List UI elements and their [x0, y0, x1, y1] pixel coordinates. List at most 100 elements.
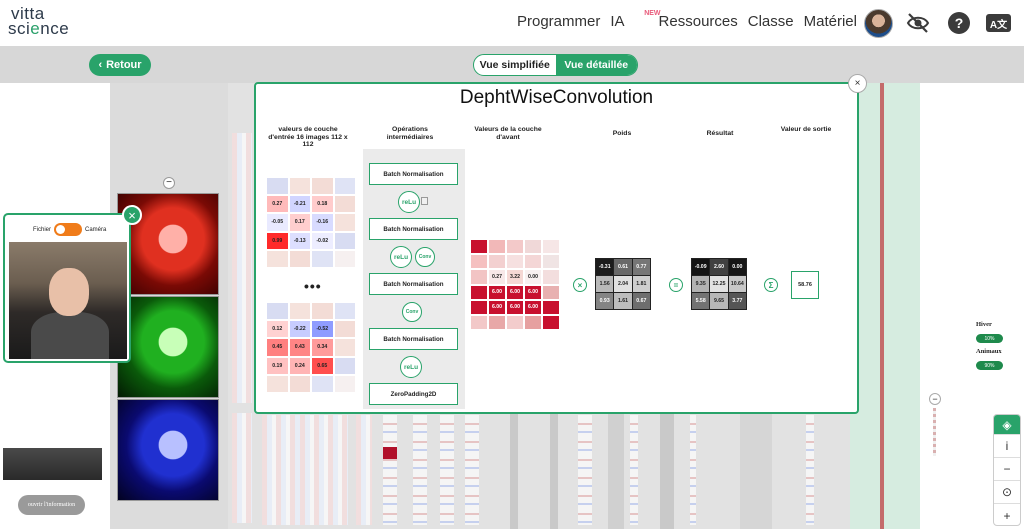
collapse-input-icon[interactable]: − — [163, 177, 175, 189]
webcam-feed — [9, 242, 127, 359]
translate-icon[interactable]: A文 — [986, 14, 1011, 32]
input-bottom-cell — [288, 302, 311, 321]
class-score-hiver: 10% — [976, 334, 1003, 343]
toolbar: ‹ Retour Vue simplifiée Vue détaillée — [0, 46, 1024, 83]
input-bottom-cell — [333, 320, 356, 339]
op-relu-2[interactable]: reLu — [390, 246, 412, 268]
equals-operator: = — [669, 278, 683, 292]
broken-image-icon — [421, 197, 428, 205]
modal-close-button[interactable]: × — [848, 74, 867, 93]
input-top-cell — [333, 231, 356, 250]
help-icon[interactable]: ? — [948, 12, 970, 34]
op-zero-padding[interactable]: ZeroPadding2D — [369, 383, 458, 405]
input-top-cell — [288, 177, 311, 196]
prev-cell — [542, 299, 560, 315]
zoom-out-button[interactable]: − — [994, 458, 1020, 481]
prev-cell: 6.00 — [524, 299, 542, 315]
webcam-preview-bg — [3, 448, 102, 480]
view-simple-option[interactable]: Vue simplifiée — [479, 59, 550, 71]
prev-cell — [524, 239, 542, 255]
feature-strip — [578, 415, 592, 525]
nav-classe[interactable]: Classe — [747, 13, 794, 30]
input-bottom-cell: 0.43 — [288, 338, 311, 357]
zoom-in-button[interactable]: + — [1003, 508, 1011, 523]
info-icon[interactable]: i — [994, 435, 1020, 458]
nav-programmer[interactable]: Programmer — [517, 13, 601, 30]
user-avatar[interactable] — [864, 9, 893, 38]
input-bottom-cell — [266, 374, 289, 393]
person-face — [49, 268, 89, 316]
prev-cell — [470, 254, 488, 270]
back-button[interactable]: ‹ Retour — [89, 54, 151, 76]
nav-materiel[interactable]: Matériel — [803, 13, 857, 30]
input-top-cell — [266, 177, 289, 196]
weights-cell: 1.61 — [614, 293, 632, 309]
input-top-cell — [333, 213, 356, 232]
prev-cell — [542, 284, 560, 300]
weights-cell: 2.04 — [614, 276, 632, 292]
input-top-cell — [333, 177, 356, 196]
feature-strip — [630, 415, 638, 525]
prev-cell — [506, 239, 524, 255]
op-conv-2[interactable]: Conv — [402, 302, 422, 322]
eye-off-icon[interactable] — [906, 12, 930, 34]
op-relu-1[interactable]: reLu — [398, 191, 420, 213]
prev-cell: 0.27 — [488, 269, 506, 285]
class-label-animaux: Animaux — [976, 348, 1002, 355]
op-batch-norm-4[interactable]: Batch Normalisation — [369, 328, 458, 350]
multiply-operator: × — [573, 278, 587, 292]
vittascience-logo[interactable]: vitta science — [8, 5, 78, 40]
collapse-output-icon[interactable]: − — [929, 393, 941, 405]
prev-cell — [488, 239, 506, 255]
result-cell: -0.09 — [692, 259, 710, 275]
op-batch-norm-3[interactable]: Batch Normalisation — [369, 273, 458, 295]
op-relu-3[interactable]: reLu — [400, 356, 422, 378]
input-top-cell: 0.99 — [266, 231, 289, 250]
prev-cell — [470, 314, 488, 330]
prev-cell — [470, 269, 488, 285]
result-cell: 12.25 — [710, 276, 728, 292]
input-bottom-cell — [311, 374, 334, 393]
view-detailed-option[interactable]: Vue détaillée — [555, 55, 637, 75]
nav-ressources[interactable]: Ressources — [658, 13, 738, 30]
person-shirt — [31, 312, 109, 359]
green-channel-image — [117, 296, 219, 398]
input-top-cell — [266, 249, 289, 268]
source-camera-label: Caméra — [85, 226, 107, 233]
input-top-cell: -0.16 — [311, 213, 334, 232]
webcam-close-button[interactable]: × — [122, 205, 142, 225]
zoom-panel: ◈ i − ⊙ + — [993, 414, 1021, 526]
header-output: Valeur de sortie — [780, 126, 832, 133]
open-info-button[interactable]: ouvrir l'information — [18, 495, 85, 515]
view-toggle: Vue simplifiée Vue détaillée — [473, 54, 638, 76]
source-toggle-switch[interactable] — [54, 223, 83, 236]
modal-title: DephtWiseConvolution — [459, 87, 654, 108]
class-score-animaux: 90% — [976, 361, 1003, 370]
sum-operator: Σ — [764, 278, 778, 292]
op-conv-1[interactable]: Conv — [415, 247, 435, 267]
op-batch-norm-1[interactable]: Batch Normalisation — [369, 163, 458, 185]
recenter-icon[interactable]: ⊙ — [994, 481, 1020, 504]
network-icon[interactable]: ◈ — [994, 415, 1020, 435]
op-batch-norm-2[interactable]: Batch Normalisation — [369, 218, 458, 240]
input-top-cell — [333, 195, 356, 214]
prev-cell — [470, 284, 488, 300]
header-input: valeurs de couche d'entrée 16 images 112… — [268, 126, 348, 148]
prev-cell — [542, 269, 560, 285]
feature-strip — [465, 415, 479, 525]
prev-cell — [488, 254, 506, 270]
input-top-cell — [311, 177, 334, 196]
feature-map — [300, 415, 348, 525]
result-cell: 2.60 — [710, 259, 728, 275]
input-bottom-cell — [333, 356, 356, 375]
prev-cell: 3.22 — [506, 269, 524, 285]
weights-cell: 1.81 — [632, 276, 650, 292]
prev-cell: 6.00 — [488, 284, 506, 300]
input-top-cell: 0.18 — [311, 195, 334, 214]
